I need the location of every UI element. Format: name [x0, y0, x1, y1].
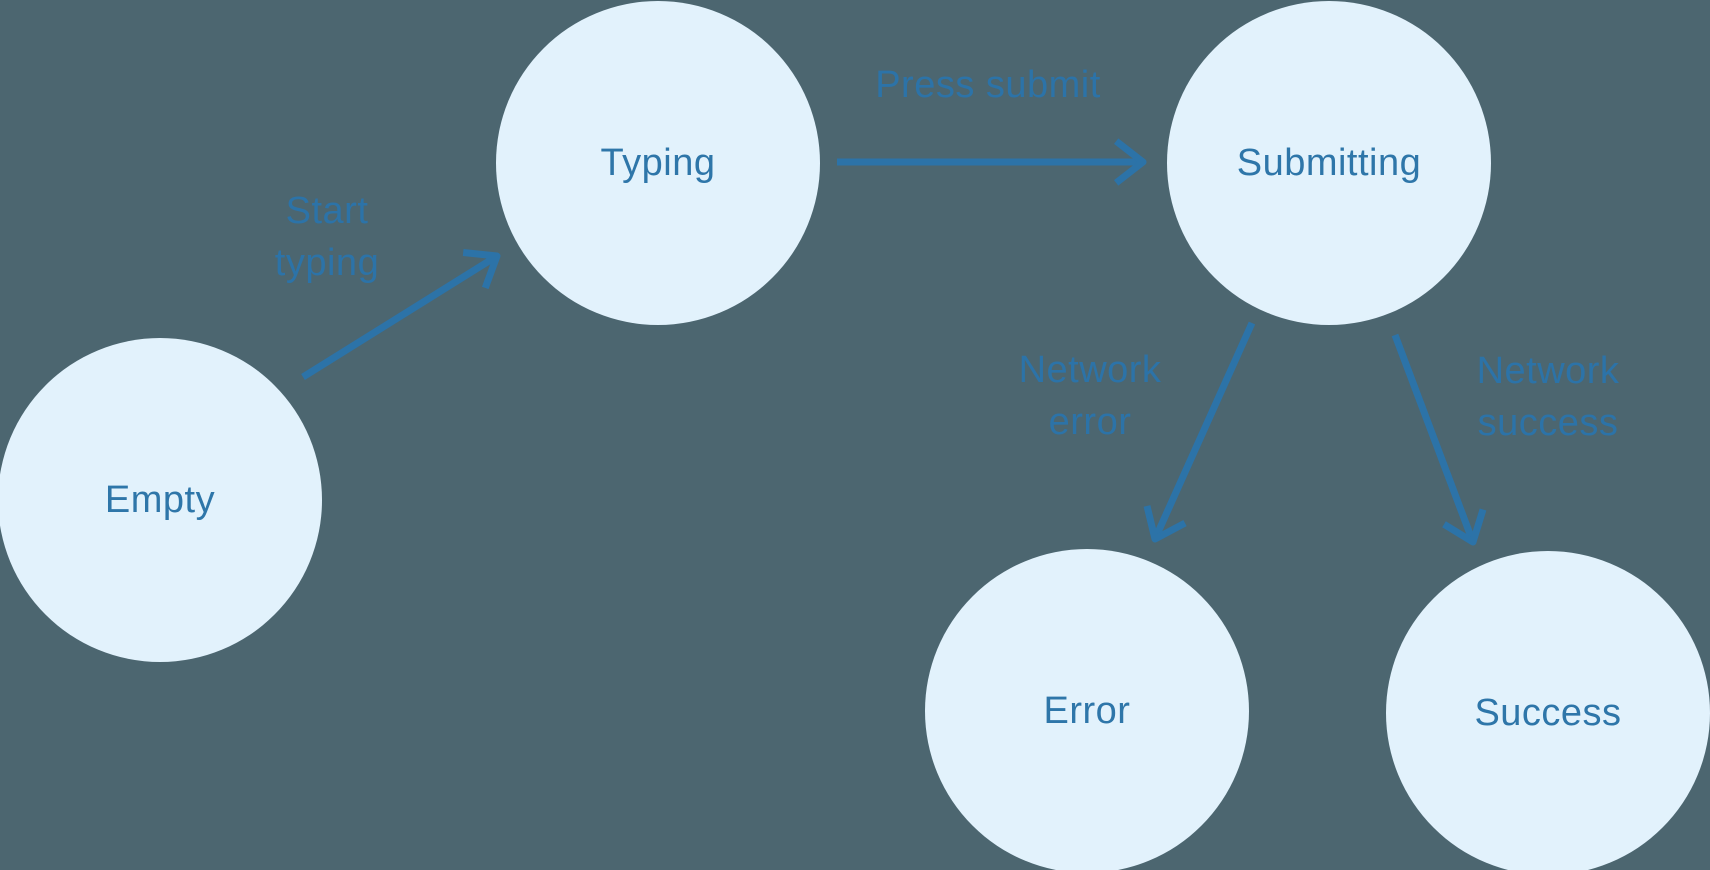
transition-label-network-error: Network error: [1018, 349, 1162, 443]
transition-arrowhead-submitting-success: [1442, 508, 1487, 546]
state-label-submitting: Submitting: [1236, 142, 1422, 184]
transition-arrow-submitting-success: [1391, 333, 1477, 544]
state-node-empty: Empty: [0, 338, 322, 662]
state-label-empty: Empty: [104, 479, 216, 521]
state-label-success: Success: [1474, 692, 1622, 734]
transition-label-start-typing: Start typing: [274, 190, 380, 284]
transition-label-network-success: Network success: [1476, 350, 1620, 444]
state-label-typing: Typing: [600, 142, 716, 184]
state-node-success: Success: [1386, 551, 1710, 870]
transition-label-press-submit: Press submit: [875, 64, 1101, 106]
state-node-typing: Typing: [496, 1, 820, 325]
transition-arrowhead-empty-typing: [462, 249, 501, 290]
state-node-submitting: Submitting: [1167, 1, 1491, 325]
transition-arrowhead-typing-submitting: [1113, 138, 1147, 186]
transition-arrowhead-submitting-error: [1143, 505, 1187, 543]
transition-arrow-submitting-error: [1151, 321, 1256, 541]
state-label-error: Error: [1043, 690, 1131, 732]
state-node-error: Error: [925, 549, 1249, 870]
